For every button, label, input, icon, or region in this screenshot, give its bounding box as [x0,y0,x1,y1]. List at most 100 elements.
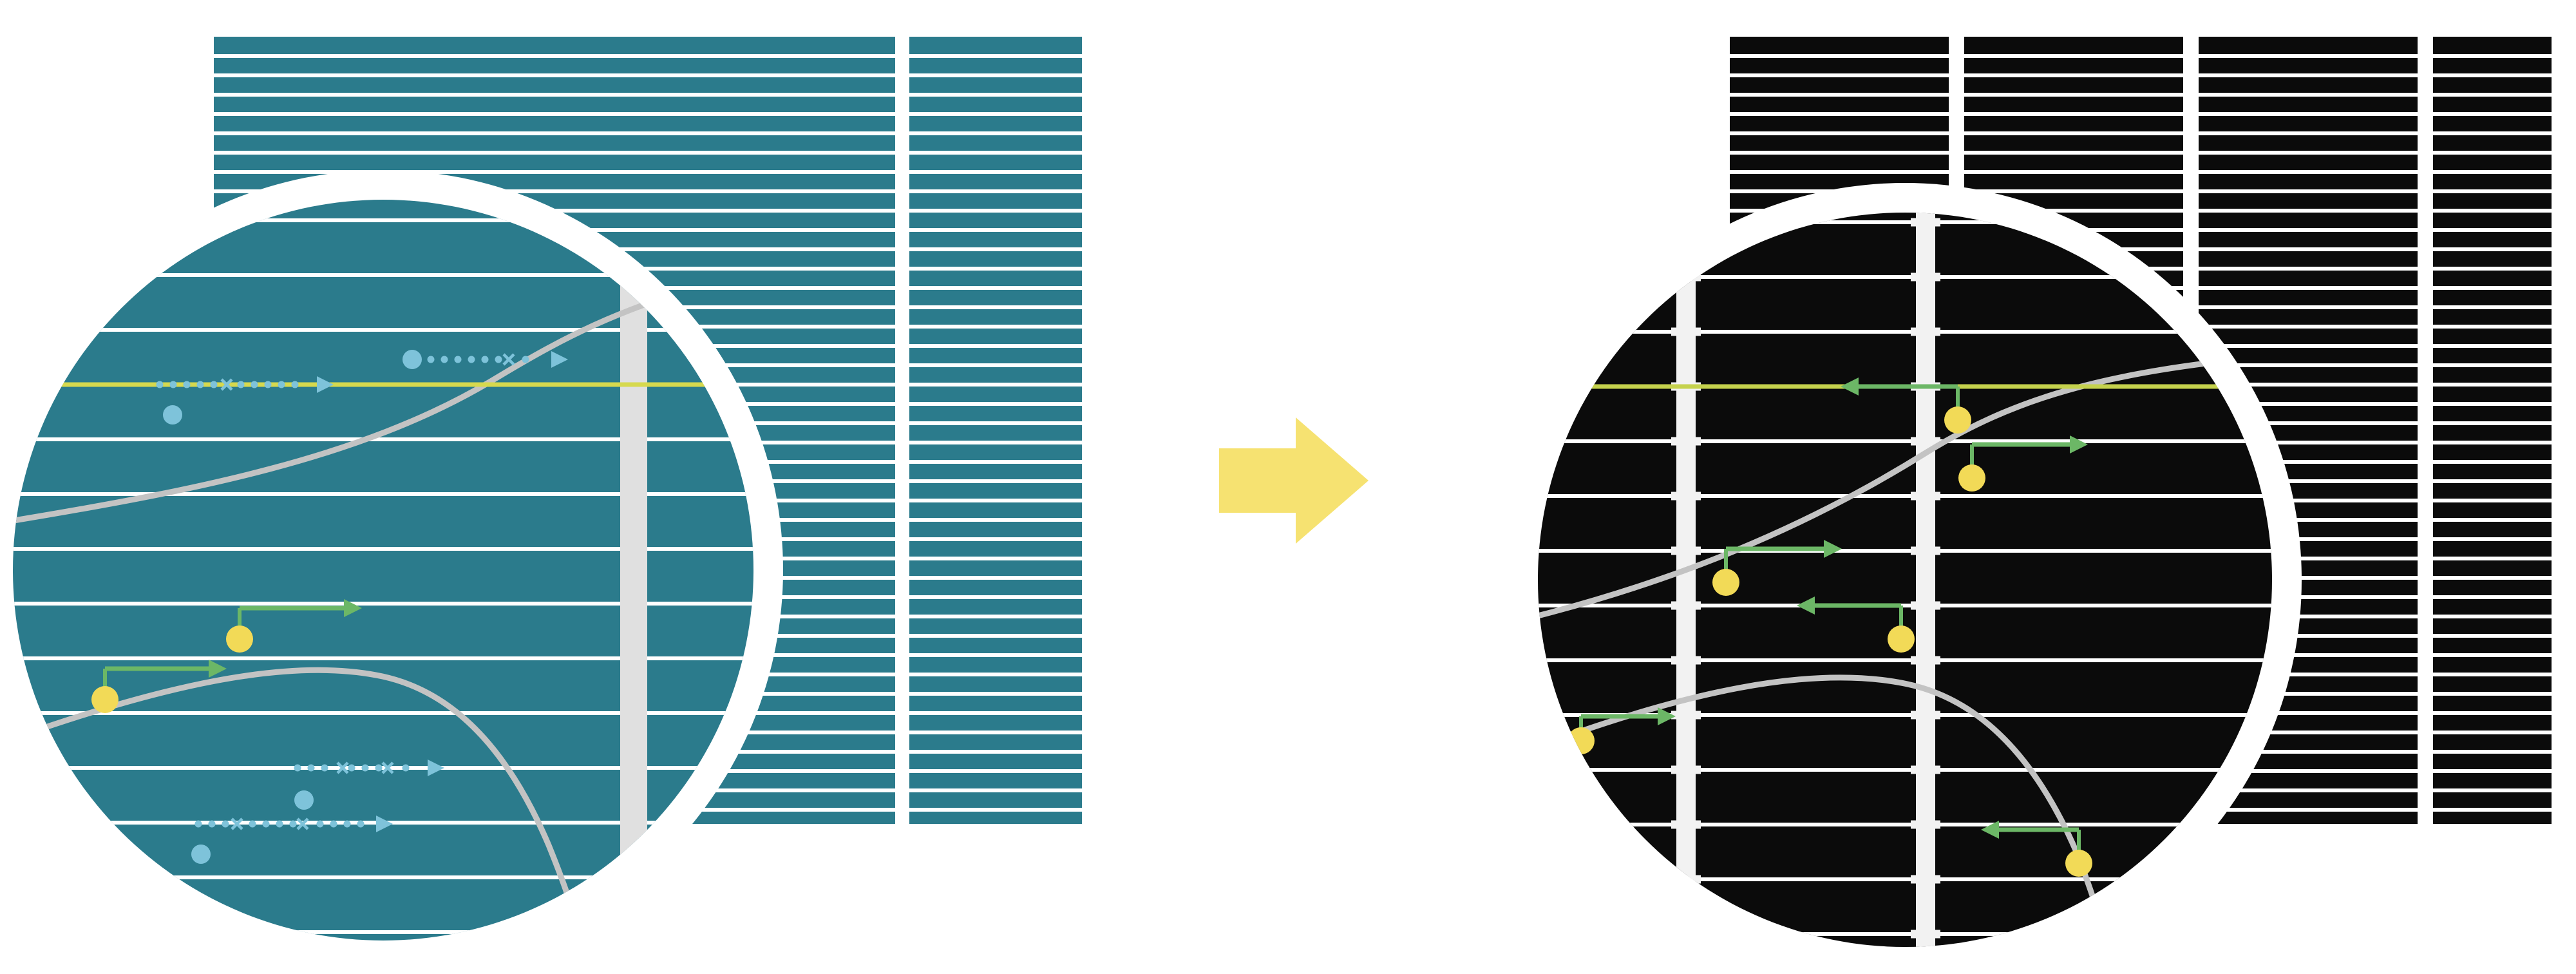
blocked-cross [231,817,243,830]
busbar-pad [1671,164,1701,172]
electron-dot [191,845,211,864]
hole-marker [1797,597,1915,653]
hole-arrowhead [209,660,227,678]
hole-marker [91,660,227,713]
magnified-cell-surface [1538,213,2272,947]
hole-marker [1958,435,2088,492]
busbar [1676,213,1696,947]
grain-boundary-line [13,267,753,525]
hole-dot [91,686,118,713]
hole-arrowhead [344,599,362,617]
busbar-pad [1911,218,1940,227]
trail-dot [316,820,324,828]
trail-dot [330,820,337,828]
trail-dot [440,356,448,363]
hole-arrowhead [1981,821,1999,839]
busbar-pad [1671,601,1701,610]
left-magnifier-circle [0,170,783,970]
trail-dot [375,764,383,772]
busbar-pad [1911,272,1940,282]
trail-dot [321,764,328,772]
blocked-cross [336,761,349,774]
busbar-pad [1911,492,1940,501]
grain-boundary-line [13,667,584,941]
busbar-pad [1911,875,1940,884]
hole-arrowhead [1658,707,1676,725]
busbar [1916,213,1935,947]
electron-dot [402,350,422,369]
hole-arrowhead [1797,597,1815,615]
trail-dot [495,356,502,363]
hole-dot [1712,569,1739,596]
trail-dot [276,820,283,828]
hole-dot [1888,625,1915,653]
trail-dot [183,381,191,388]
blocked-cross [381,761,394,774]
trail-dot [468,356,475,363]
electron-dot [163,405,182,425]
hole-marker [226,599,362,653]
trail-dot [251,381,258,388]
trail-dot [156,381,164,388]
busbar-pad [1911,930,1940,939]
blocked-cross [502,353,515,366]
busbar-pad [1911,546,1940,555]
trail-dot [402,764,410,772]
busbar-pad [1911,601,1940,610]
cell-gap-bar [620,200,647,941]
busbar-pad [1911,711,1940,720]
grain-boundary-line [1538,674,2110,947]
transition-arrow-shape [1219,417,1368,544]
hole-arrowhead [1841,377,1859,396]
busbar-pad [1671,711,1701,720]
hole-marker [1981,821,2092,877]
trail-dot [262,820,270,828]
trail-dot [348,764,355,772]
blocked-cross [220,378,233,391]
busbar-pad [1671,820,1701,829]
trail-dot [210,381,218,388]
hole-dot [226,625,253,653]
trail-dot [291,381,299,388]
busbar-pad [1911,765,1940,774]
electron-path [294,759,444,810]
hole-dot [2065,850,2092,877]
busbar-pad [1671,546,1701,555]
trail-dot [454,356,462,363]
busbar-pad [1671,218,1701,227]
trail-dot [249,820,256,828]
grain-boundary-line [1538,352,2272,620]
busbar-pad [1671,930,1701,939]
trail-dot [481,356,489,363]
trail-dot [361,764,369,772]
trail-dot [289,820,297,828]
electron-arrowhead [428,759,444,776]
trail-dot [294,764,301,772]
busbar-pad [1911,327,1940,336]
electron-path [156,376,334,425]
electron-arrowhead [551,351,568,368]
trail-dot [522,356,529,363]
electron-arrowhead [376,816,393,832]
trail-dot [264,381,272,388]
hole-marker [1841,377,1971,434]
hole-marker [1712,540,1842,596]
right-mag-content [1538,164,2272,947]
busbar-pad [1671,437,1701,446]
trail-dot [194,820,202,828]
electron-dot [294,790,314,810]
trail-dot [278,381,285,388]
hole-dot [1958,464,1985,492]
cell-segment [909,37,1082,824]
busbar-pad [1911,656,1940,665]
hole-arrowhead [2070,435,2088,454]
busbar-pad [1671,765,1701,774]
trail-dot [307,764,315,772]
busbar-pad [1671,492,1701,501]
electron-path [191,816,393,864]
busbar-pad [1911,437,1940,446]
trail-dot [208,820,216,828]
hole-dot [1944,406,1971,434]
